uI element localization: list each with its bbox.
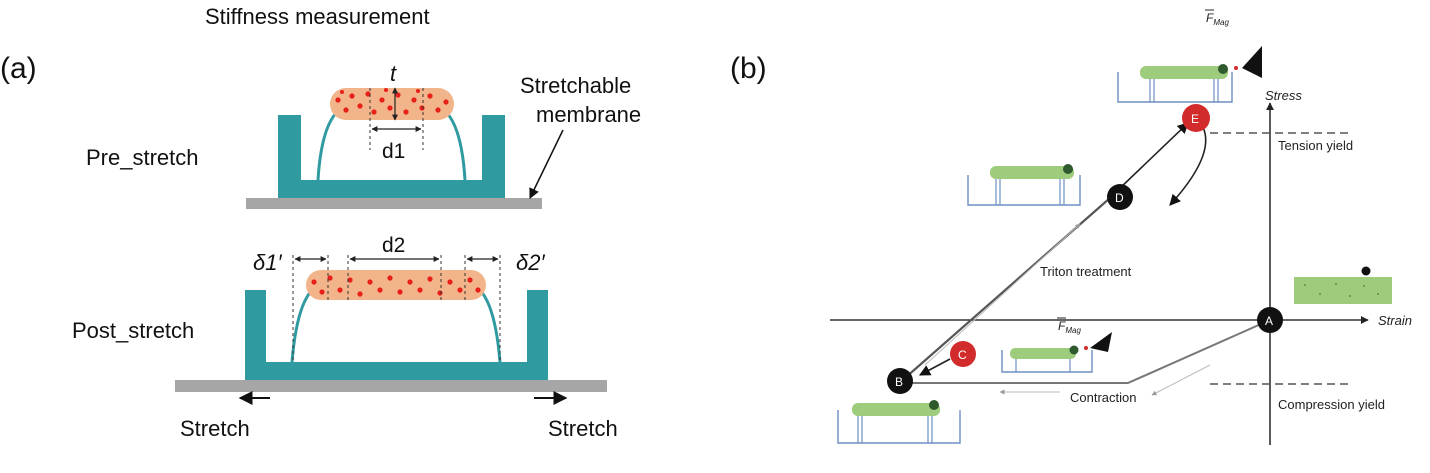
svg-text:A: A bbox=[1265, 314, 1273, 328]
point-b: B bbox=[887, 368, 913, 394]
organoid-b-illustration bbox=[837, 400, 961, 444]
fmag-c-label: FMag bbox=[1058, 319, 1081, 335]
compression-yield-label: Compression yield bbox=[1278, 397, 1385, 412]
post-stretch-label: Post_stretch bbox=[72, 318, 194, 343]
point-a: A bbox=[1257, 307, 1283, 333]
panel-a-title: Stiffness measurement bbox=[205, 4, 430, 29]
organoid-a-illustration bbox=[1294, 266, 1392, 304]
d-to-e-path bbox=[1117, 122, 1189, 191]
tension-yield-label: Tension yield bbox=[1278, 138, 1353, 153]
svg-text:D: D bbox=[1115, 191, 1124, 205]
d1-label: d1 bbox=[382, 140, 405, 163]
t-label: t bbox=[390, 61, 397, 86]
panel-b-label: (b) bbox=[730, 52, 767, 85]
pre-stretch-membrane-base bbox=[246, 198, 542, 209]
point-d: D bbox=[1107, 184, 1133, 210]
stretch-left-label: Stretch bbox=[180, 416, 250, 441]
fmag-top-label: FMag bbox=[1206, 11, 1229, 27]
strain-axis-label: Strain bbox=[1378, 313, 1412, 328]
stretch-right-label: Stretch bbox=[548, 416, 618, 441]
pre-stretch-label: Pre_stretch bbox=[86, 145, 199, 170]
contraction-label: Contraction bbox=[1070, 390, 1136, 405]
post-stretch-well bbox=[245, 290, 548, 380]
post-stretch-device: d2 δ1′ δ2′ bbox=[175, 234, 607, 392]
panel-a: (a) Stiffness measurement bbox=[0, 4, 641, 441]
pre-stretch-tissue bbox=[330, 88, 454, 120]
point-c: C bbox=[950, 341, 976, 367]
membrane-label-line2: membrane bbox=[536, 102, 641, 127]
triton-label: Triton treatment bbox=[1040, 264, 1132, 279]
svg-text:B: B bbox=[895, 375, 903, 389]
organoid-c-illustration: FMag bbox=[1001, 317, 1112, 373]
organoid-mid-illustration bbox=[967, 164, 1081, 206]
stress-axis-label: Stress bbox=[1265, 88, 1302, 103]
post-stretch-membrane-base bbox=[175, 380, 607, 392]
contraction-gray-arrow bbox=[1151, 364, 1211, 396]
delta2-label: δ2′ bbox=[516, 250, 545, 275]
panel-b: (b) Stress Strain Tension yield Compress… bbox=[730, 9, 1412, 445]
pre-stretch-device: t d1 bbox=[246, 61, 542, 209]
svg-text:E: E bbox=[1191, 112, 1199, 126]
c-to-b-arrow bbox=[919, 358, 951, 376]
triton-gray-arrow bbox=[924, 223, 1081, 366]
post-stretch-tissue bbox=[306, 270, 486, 300]
organoid-top-illustration: FMag bbox=[1117, 9, 1262, 103]
contraction-path bbox=[905, 319, 1271, 384]
membrane-pointer bbox=[529, 129, 564, 199]
panel-a-label: (a) bbox=[0, 52, 37, 85]
membrane-label-line1: Stretchable bbox=[520, 73, 631, 98]
pre-stretch-well bbox=[278, 115, 505, 198]
svg-text:C: C bbox=[958, 348, 967, 362]
point-e: E bbox=[1182, 104, 1210, 132]
delta1-label: δ1′ bbox=[253, 250, 282, 275]
d2-label: d2 bbox=[382, 234, 405, 257]
